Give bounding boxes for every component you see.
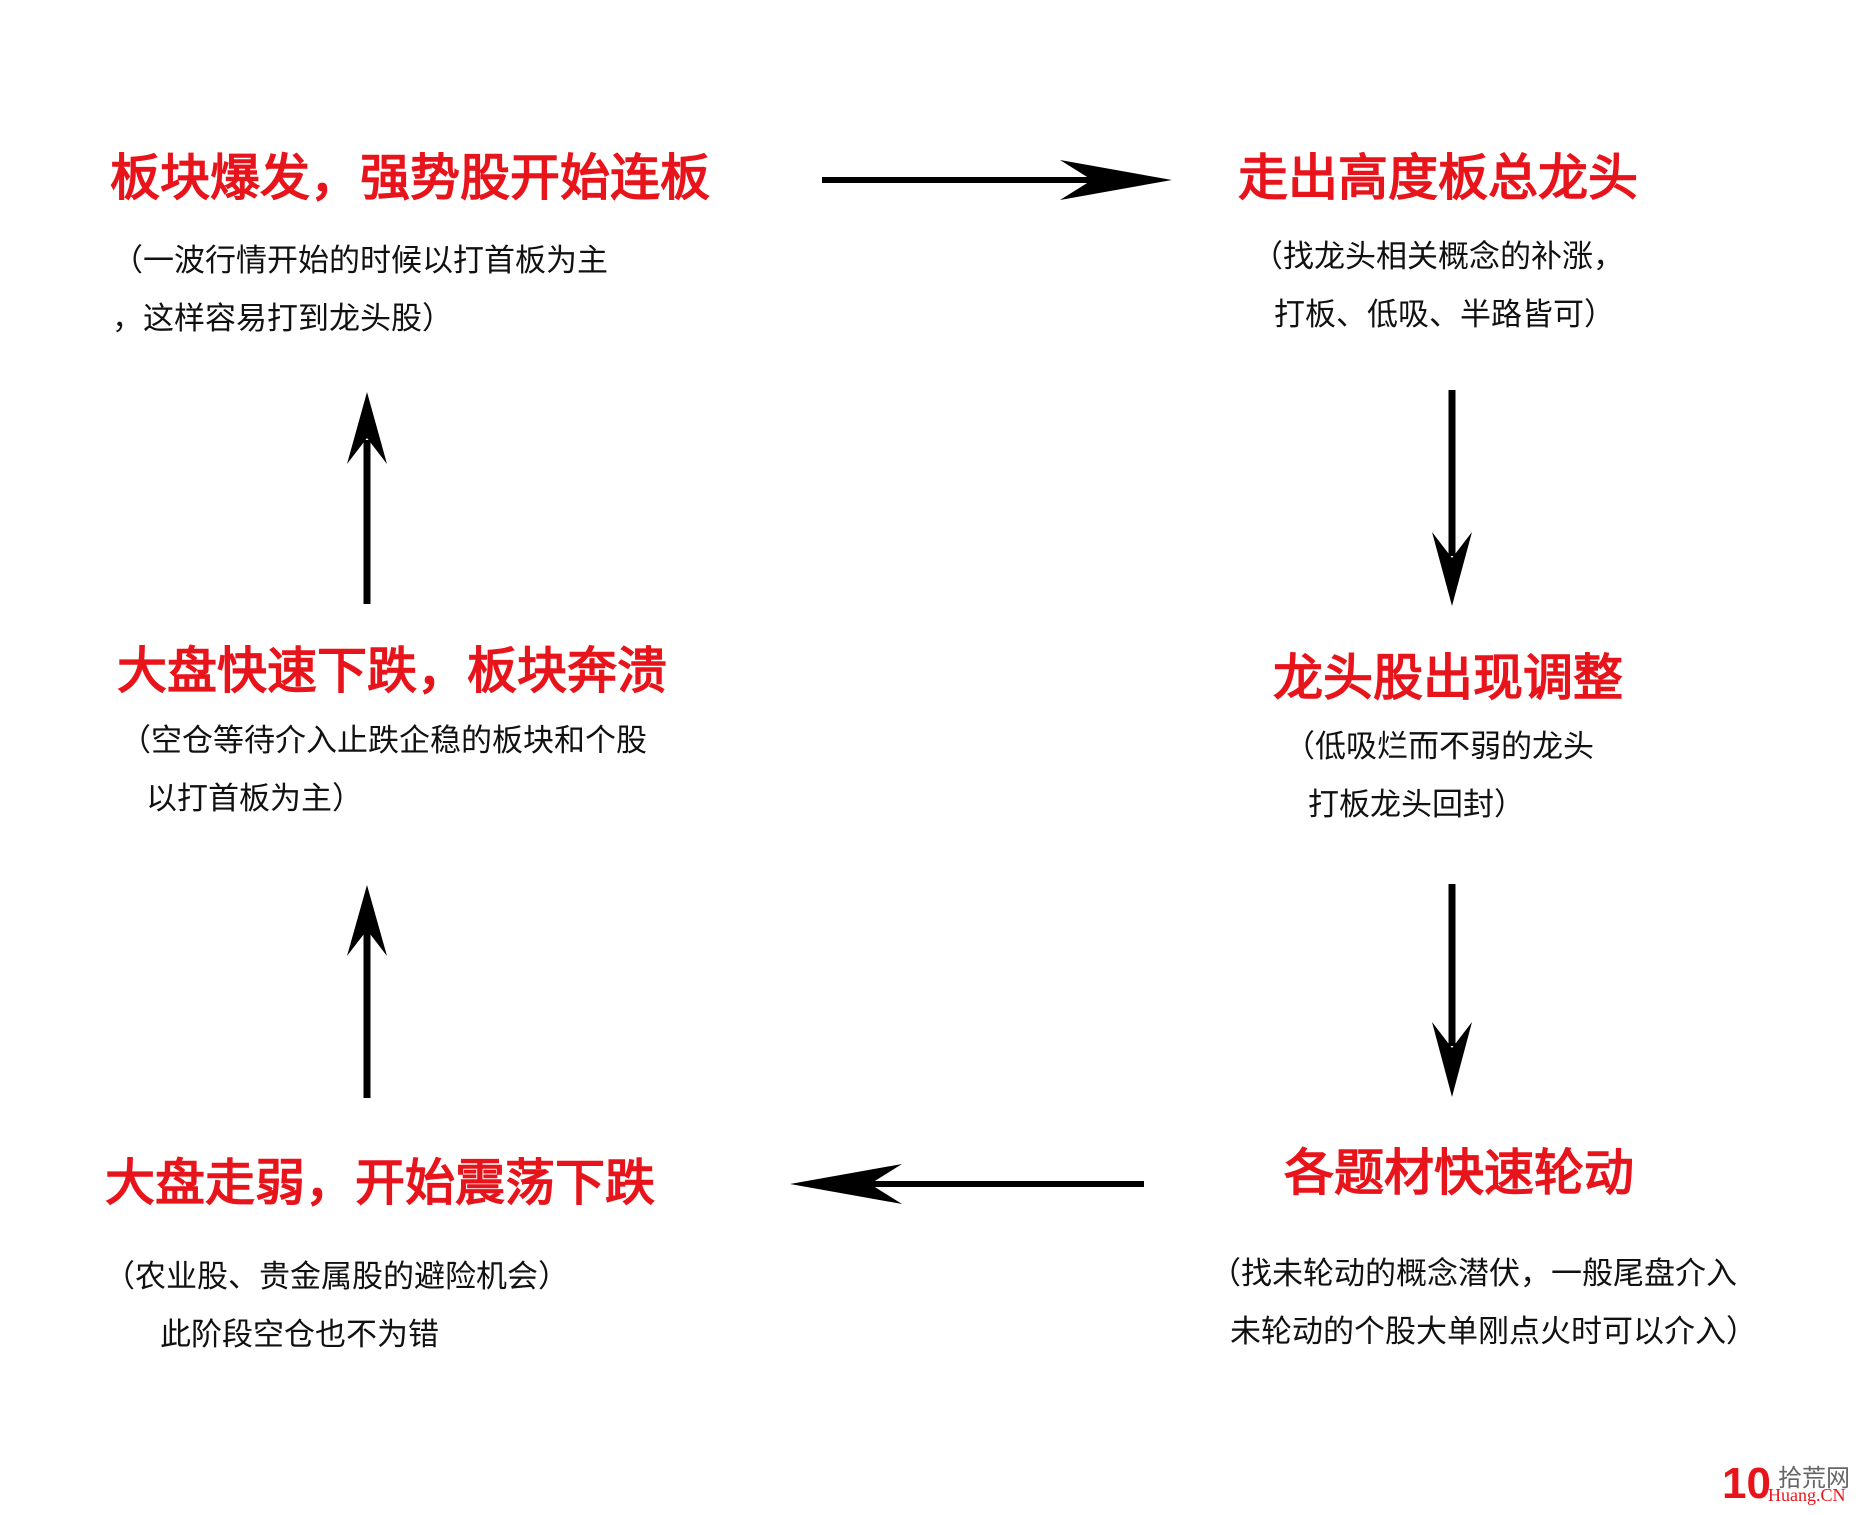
stage-title-weakening: 大盘走弱，开始震荡下跌 [105, 1154, 655, 1212]
note-line: 此阶段空仓也不为错 [160, 1317, 439, 1353]
note-line: （低吸烂而不弱的龙头 [1284, 729, 1594, 765]
note-line: 未轮动的个股大单刚点火时可以介入） [1230, 1314, 1757, 1350]
note-line: （农业股、贵金属股的避险机会） [104, 1259, 569, 1295]
watermark-name: 拾荒网 [1778, 1464, 1850, 1492]
note-line: 打板、低吸、半路皆可） [1274, 297, 1615, 333]
note-line: ，这样容易打到龙头股） [112, 301, 453, 337]
note-line: （空仓等待介入止跌企稳的板块和个股 [120, 723, 647, 759]
note-line: 打板龙头回封） [1308, 787, 1525, 823]
note-line: （找未轮动的概念潜伏，一般尾盘介入 [1210, 1256, 1737, 1292]
watermark-logo: 10 拾荒网 Huang.CN [1722, 1458, 1852, 1508]
stage-note-adjust: （低吸烂而不弱的龙头 打板龙头回封） [1284, 718, 1594, 834]
arrow-down-upper-right [1432, 390, 1472, 606]
stage-note-weakening: （农业股、贵金属股的避险机会） 此阶段空仓也不为错 [104, 1248, 569, 1364]
stage-title-crash: 大盘快速下跌，板块奔溃 [117, 642, 667, 700]
watermark-mark-text: 10 [1722, 1459, 1771, 1506]
note-line: 以打首板为主） [146, 781, 363, 817]
stage-note-rotation: （找未轮动的概念潜伏，一般尾盘介入 未轮动的个股大单刚点火时可以介入） [1210, 1245, 1757, 1361]
stage-note-surge: （一波行情开始的时候以打首板为主 ，这样容易打到龙头股） [112, 232, 608, 348]
stage-title-leader: 走出高度板总龙头 [1238, 149, 1638, 207]
stage-title-adjust: 龙头股出现调整 [1273, 649, 1623, 707]
arrow-left-bottom [790, 1164, 1144, 1204]
stage-title-rotation: 各题材快速轮动 [1284, 1144, 1634, 1202]
note-line: （一波行情开始的时候以打首板为主 [112, 243, 608, 279]
watermark-domain: Huang.CN [1768, 1485, 1846, 1505]
stage-note-crash: （空仓等待介入止跌企稳的板块和个股 以打首板为主） [120, 712, 647, 828]
note-line: （找龙头相关概念的补涨， [1252, 239, 1624, 275]
arrow-down-lower-right [1432, 884, 1472, 1097]
stage-title-surge: 板块爆发，强势股开始连板 [110, 149, 710, 207]
arrow-right-top [822, 160, 1172, 200]
arrow-up-upper-left [347, 392, 387, 604]
arrow-up-lower-left [347, 885, 387, 1098]
watermark-mark-icon: 10 [1722, 1459, 1771, 1506]
stage-note-leader: （找龙头相关概念的补涨， 打板、低吸、半路皆可） [1252, 228, 1624, 344]
